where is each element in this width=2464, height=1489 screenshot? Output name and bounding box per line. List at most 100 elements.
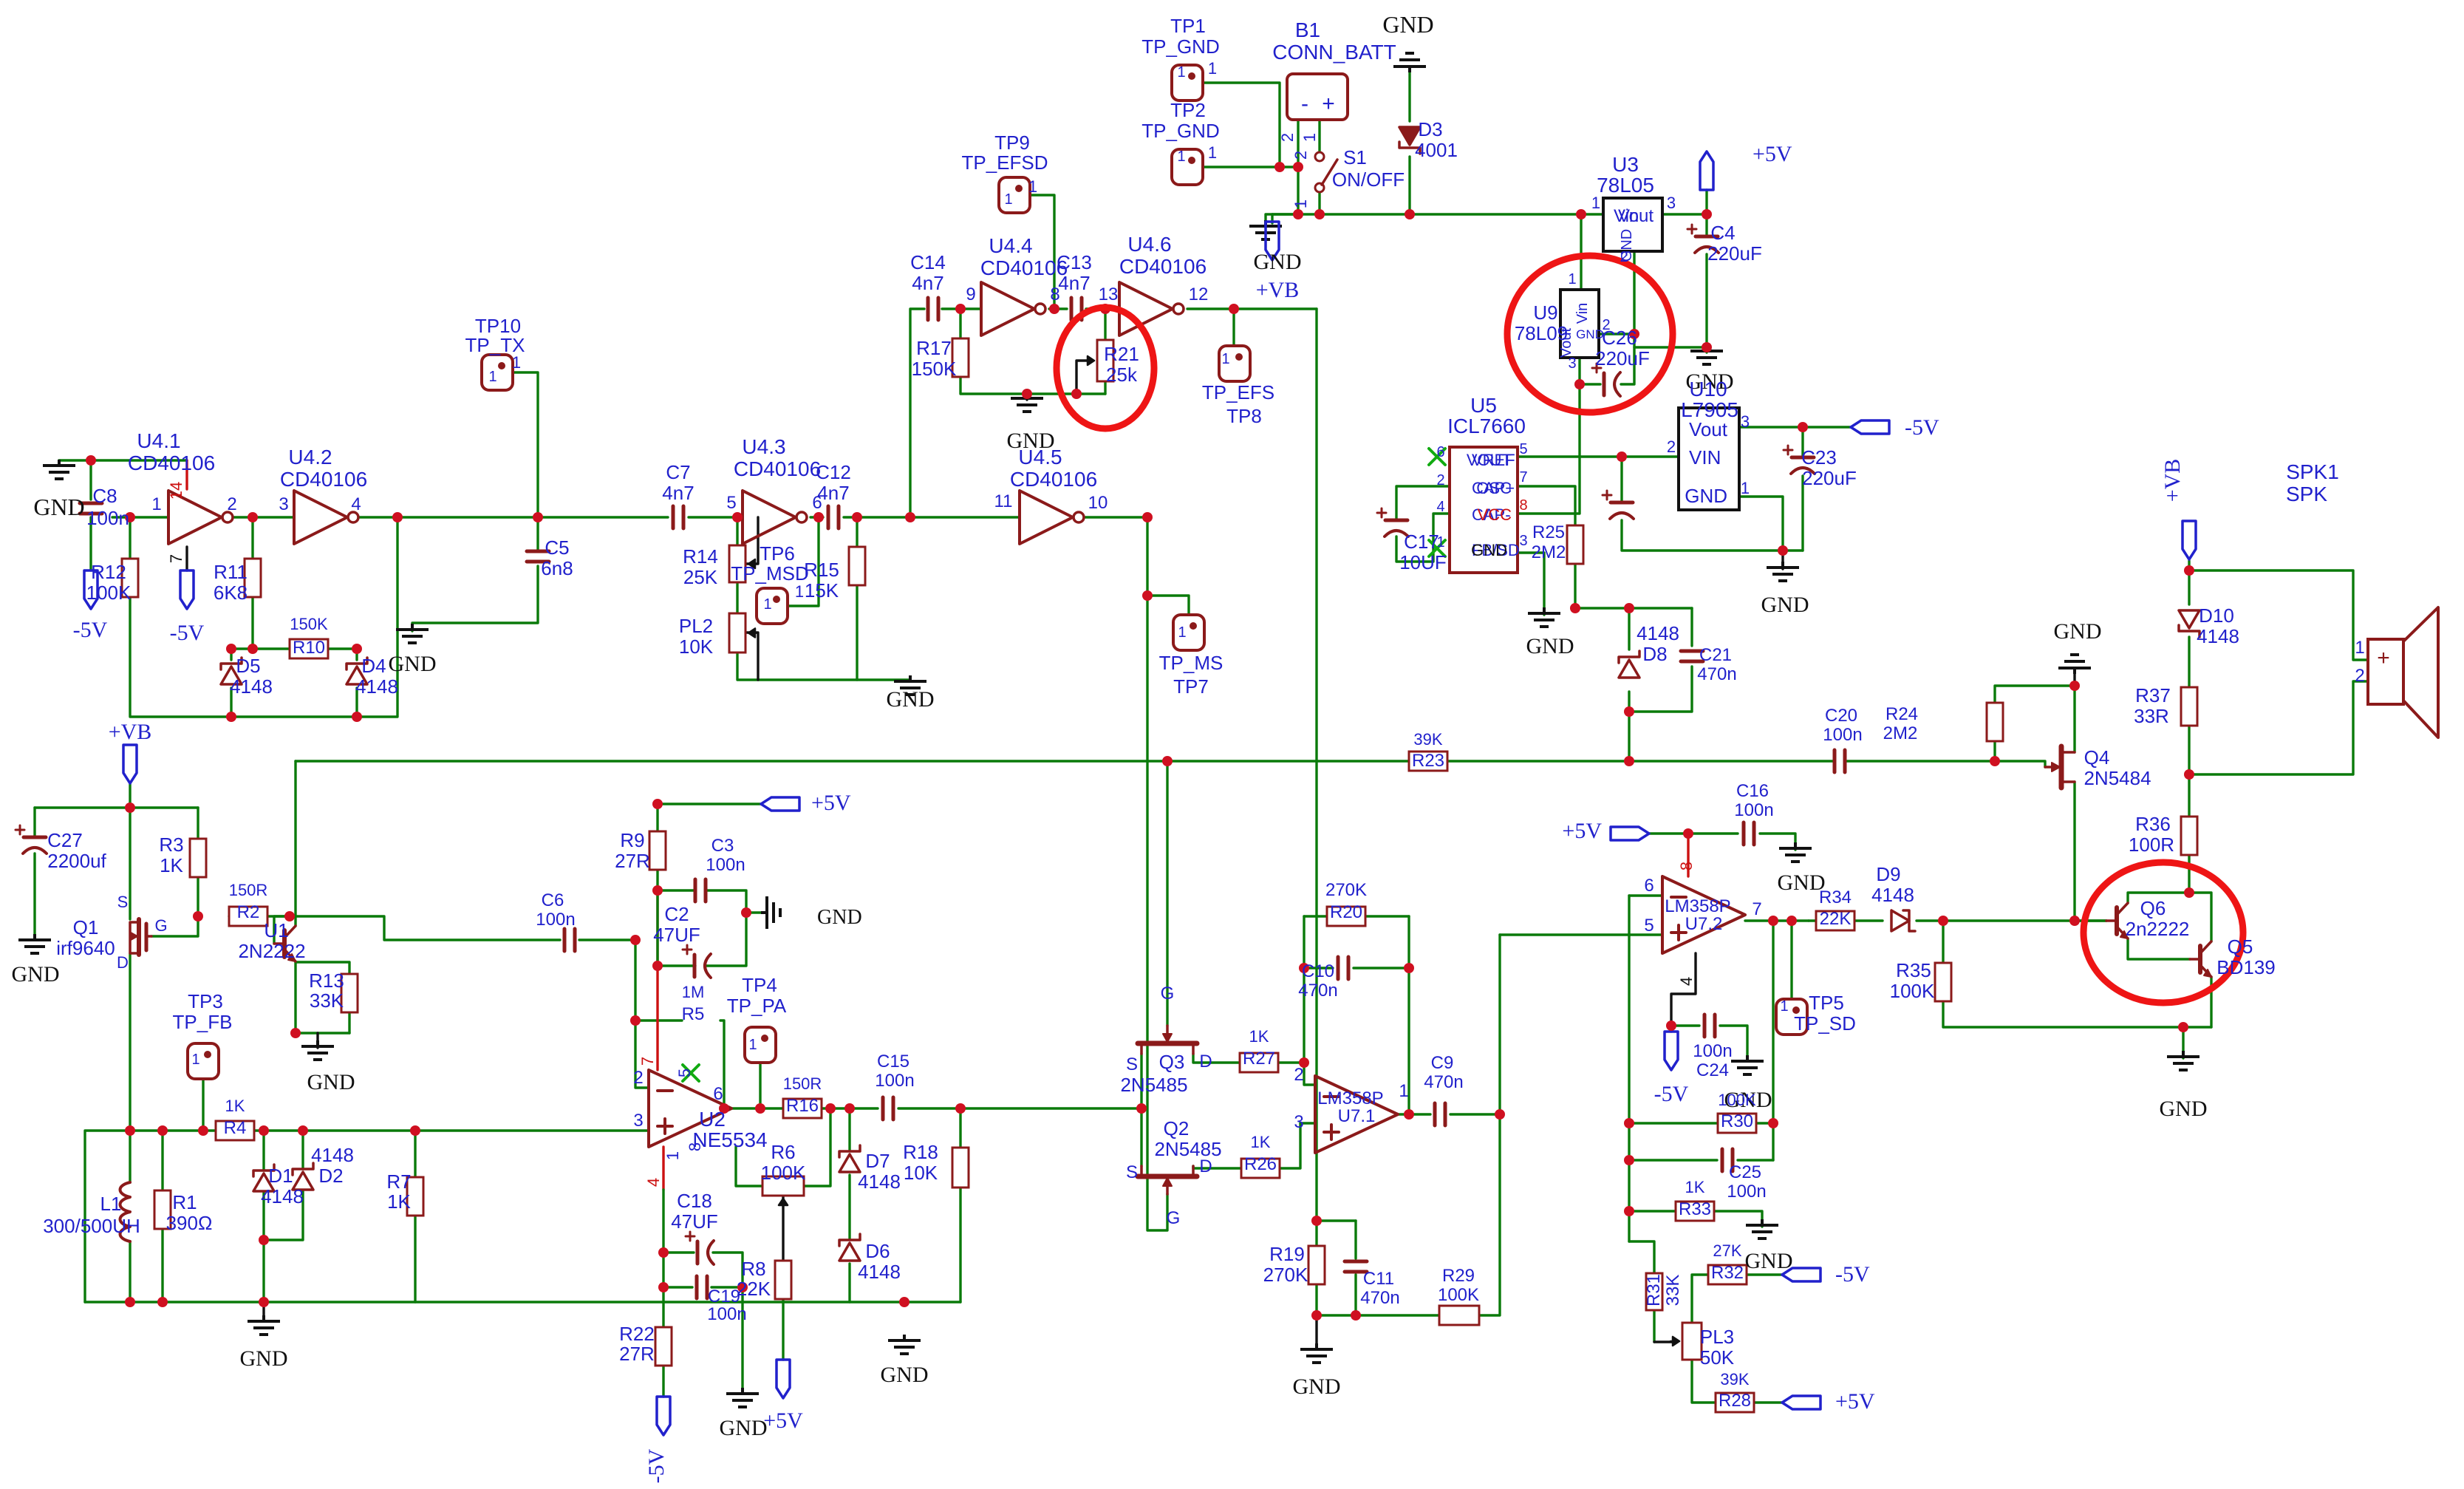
wire[interactable] <box>1146 516 1190 616</box>
component-R8-resistor[interactable] <box>774 1259 793 1301</box>
wire[interactable] <box>129 516 399 718</box>
component-R2-resistor[interactable] <box>228 905 269 927</box>
component-R11-resistor[interactable] <box>243 557 262 599</box>
gnd-c19-symbol[interactable] <box>726 1388 759 1408</box>
component-D8-diode[interactable] <box>1617 658 1641 679</box>
component-R30-resistor[interactable] <box>1716 1112 1758 1134</box>
wire[interactable] <box>1670 952 1697 1033</box>
component-R6-potentiometer[interactable] <box>761 1175 805 1197</box>
component-R31-resistor[interactable] <box>1645 1272 1664 1312</box>
wire[interactable] <box>2188 680 2369 776</box>
wire[interactable] <box>1620 519 1804 552</box>
gnd-c5-symbol[interactable] <box>396 624 429 644</box>
component-C2-capacitor-polarized[interactable] <box>703 953 712 979</box>
power-flag--5v[interactable] <box>83 569 99 610</box>
component-D2-diode[interactable] <box>291 1162 315 1176</box>
component-S1-switch[interactable] <box>1314 151 1325 163</box>
component-R34-resistor[interactable] <box>1815 910 1856 932</box>
gnd-pl2-symbol[interactable] <box>894 675 926 696</box>
component-D8-diode[interactable] <box>1617 650 1641 664</box>
component-C22-capacitor-polarized[interactable] <box>1608 511 1635 520</box>
gnd-c8-symbol[interactable] <box>43 460 75 480</box>
component-D1-diode[interactable] <box>252 1172 276 1193</box>
wire[interactable] <box>1192 1052 1241 1064</box>
wire[interactable] <box>1516 485 1577 527</box>
component-U4.3-inverter[interactable] <box>741 489 797 545</box>
wire[interactable] <box>1738 495 1784 552</box>
component-D4-diode[interactable] <box>345 656 369 671</box>
component-C7-capacitor[interactable] <box>671 504 686 531</box>
power-flag-+5v[interactable] <box>1609 825 1651 842</box>
wire[interactable] <box>788 516 820 607</box>
gnd-top-symbol[interactable] <box>1393 52 1426 72</box>
wire[interactable] <box>719 1019 726 1110</box>
component-D10-diode[interactable] <box>2177 624 2201 638</box>
wire[interactable] <box>634 938 650 1089</box>
component-Q3-jfet[interactable] <box>1140 1042 1195 1055</box>
component-R14-potentiometer[interactable] <box>728 544 747 584</box>
wire[interactable] <box>262 1188 304 1241</box>
wire[interactable] <box>83 1129 217 1304</box>
power-flag-+vb[interactable] <box>2181 519 2197 561</box>
component-U4.5-inverter-bubble[interactable] <box>1072 511 1085 524</box>
component-U7.1-opamp[interactable] <box>1314 1074 1399 1154</box>
component-C27-capacitor-polarized[interactable] <box>21 846 48 855</box>
component-C17-capacitor-polarized[interactable] <box>1383 529 1410 538</box>
component-D5-diode[interactable] <box>219 656 243 671</box>
component-TP9-testpoint[interactable] <box>997 176 1031 214</box>
component-D2-diode[interactable] <box>291 1171 315 1191</box>
gnd-c2-symbol[interactable] <box>761 896 782 929</box>
component-U4.6-inverter-bubble[interactable] <box>1172 302 1185 316</box>
power-flag-+vb[interactable] <box>1264 220 1280 262</box>
wire[interactable] <box>736 651 912 681</box>
component-U4.2-inverter-bubble[interactable] <box>347 511 360 524</box>
gnd-c27-symbol[interactable] <box>18 934 51 955</box>
wire[interactable] <box>150 915 199 938</box>
component-U4.1-inverter[interactable] <box>167 489 223 545</box>
component-R3-resistor[interactable] <box>188 837 208 879</box>
gnd-u10-symbol[interactable] <box>1767 562 1799 582</box>
wire[interactable] <box>909 307 926 519</box>
component-TP6-testpoint[interactable] <box>755 587 789 625</box>
component-R37-resistor[interactable] <box>2180 686 2199 727</box>
component-SPK1-speaker-horn[interactable] <box>2402 606 2440 739</box>
component-L1-inductor[interactable] <box>118 1181 132 1243</box>
wire[interactable] <box>294 961 351 975</box>
component-C14-capacitor[interactable] <box>926 296 941 322</box>
component-R10-resistor[interactable] <box>288 638 330 660</box>
component-R28-resistor[interactable] <box>1714 1391 1755 1414</box>
component-U10-ic[interactable] <box>1677 406 1741 511</box>
component-U2-opamp[interactable] <box>647 1069 733 1148</box>
gnd-u1-symbol[interactable] <box>301 1040 334 1061</box>
component-C8-capacitor[interactable] <box>78 501 104 516</box>
wire[interactable] <box>1993 684 2076 704</box>
component-Q2-jfet[interactable] <box>1140 1165 1195 1178</box>
wire[interactable] <box>656 803 762 833</box>
component-C16-capacitor[interactable] <box>1741 820 1756 847</box>
component-TP5-testpoint[interactable] <box>1775 998 1809 1036</box>
wire[interactable] <box>1146 594 1169 1232</box>
component-U4.5-inverter[interactable] <box>1018 489 1074 545</box>
wire[interactable] <box>744 631 760 681</box>
wire[interactable] <box>1690 1358 1717 1404</box>
component-U4.1-inverter-bubble[interactable] <box>221 511 234 524</box>
gnd-u5-symbol[interactable] <box>1528 607 1560 628</box>
power-flag-+5v[interactable] <box>1781 1394 1822 1411</box>
component-U4.6-inverter[interactable] <box>1118 281 1174 337</box>
component-R16-resistor[interactable] <box>782 1097 823 1120</box>
wire[interactable] <box>1942 1000 2213 1029</box>
power-flag-+vb[interactable] <box>122 743 138 785</box>
wire[interactable] <box>2188 569 2369 661</box>
component-TP8-testpoint[interactable] <box>1218 344 1252 383</box>
component-C12-capacitor[interactable] <box>826 504 841 531</box>
wire[interactable] <box>2126 891 2191 904</box>
wire[interactable] <box>1278 1122 1302 1170</box>
component-R26-resistor[interactable] <box>1240 1157 1281 1179</box>
wire[interactable] <box>1846 760 2047 769</box>
component-D5-diode[interactable] <box>219 665 243 686</box>
component-C4-capacitor-polarized[interactable] <box>1693 245 1720 254</box>
component-C9-capacitor[interactable] <box>1433 1101 1447 1128</box>
component-TP7-testpoint[interactable] <box>1172 613 1206 652</box>
wire[interactable] <box>1719 1024 1749 1061</box>
component-TP4-testpoint[interactable] <box>743 1026 777 1064</box>
